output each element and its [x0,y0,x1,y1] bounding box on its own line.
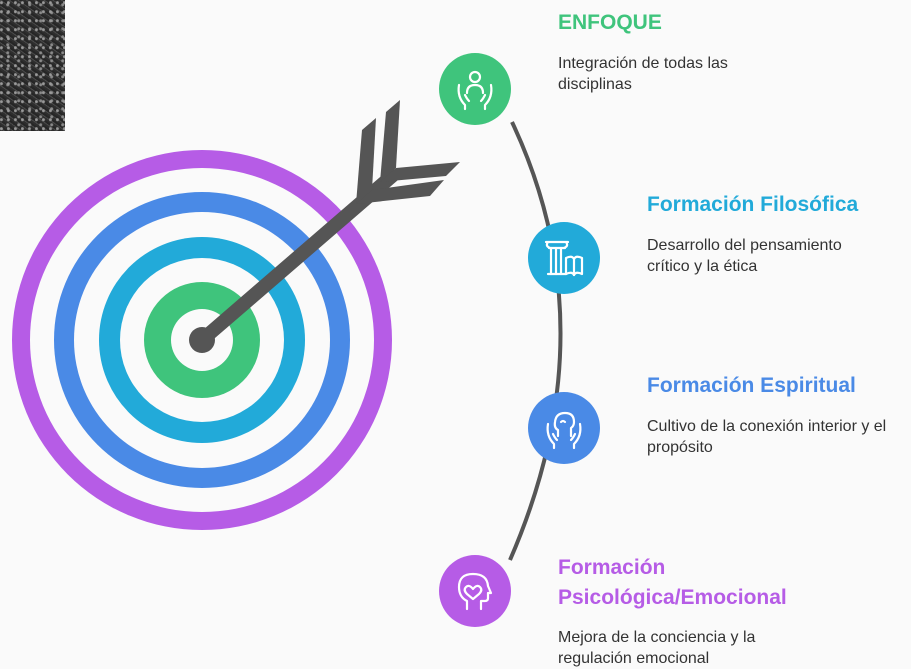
espiritual-node [528,392,600,464]
connector-arc [508,121,563,561]
espiritual-description: Cultivo de la conexión interior y el pro… [647,418,887,456]
arrow-icon [189,100,460,353]
enfoque-title: ENFOQUE [558,11,662,34]
filosofica-description: Desarrollo del pensamiento crítico y la … [647,237,842,275]
head-heart-icon [457,572,493,611]
enfoque-description: Integración de todas las disciplinas [558,55,728,93]
column-book-icon [544,240,584,277]
person-in-hands-icon [457,70,493,111]
head-in-hands-icon [546,411,582,450]
filosofica-node [528,222,600,294]
espiritual-title: Formación Espiritual [647,374,856,397]
psicologica-description: Mejora de la conciencia y la regulación … [558,629,756,667]
filosofica-title: Formación Filosófica [647,193,859,216]
enfoque-node [439,53,511,125]
textured-image-fragment [0,0,65,131]
psicologica-node [439,555,511,627]
psicologica-title: Formación Psicológica/Emocional [558,556,787,609]
